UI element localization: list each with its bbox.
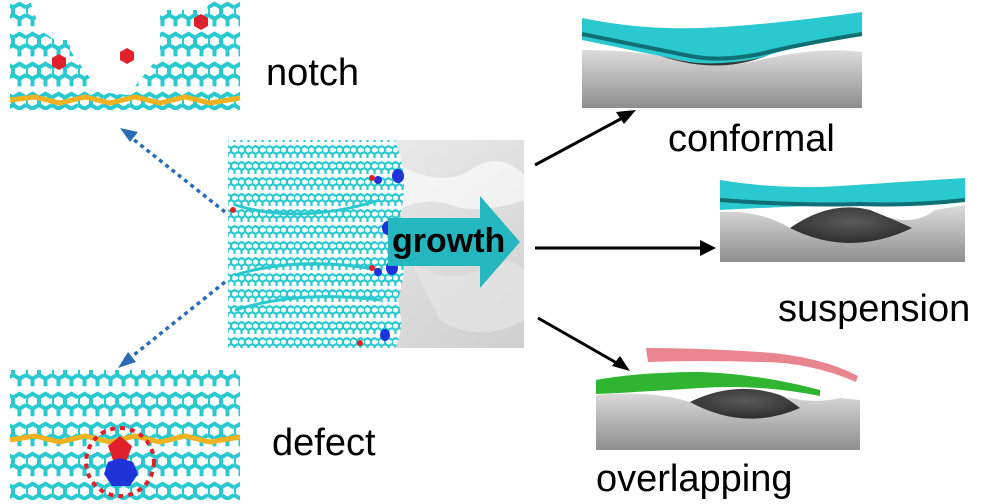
notch-panel: [10, 0, 240, 110]
growth-defect-10: [357, 340, 363, 346]
growth-defect-5: [374, 268, 382, 276]
conformal-panel: [582, 12, 862, 108]
growth-label: growth: [392, 224, 505, 258]
growth-defect-1: [392, 169, 404, 183]
notch-label: notch: [266, 54, 359, 92]
conformal-label: conformal: [668, 120, 835, 158]
growth-defect-7: [369, 175, 375, 181]
suspension-label: suspension: [778, 290, 970, 328]
defect-label: defect: [272, 424, 376, 462]
growth-defect-6: [380, 329, 390, 341]
overlapping-panel: [596, 348, 860, 450]
growth-defect-8: [369, 265, 375, 271]
dotted-arrows: [118, 128, 225, 368]
growth-defect-2: [374, 176, 382, 184]
overlapping-label: overlapping: [596, 460, 792, 498]
green-flake: [596, 372, 820, 396]
defect-panel: [10, 370, 240, 500]
notch-defect-2: [120, 48, 134, 64]
suspension-panel: [720, 178, 965, 262]
growth-defect-9: [230, 207, 236, 213]
